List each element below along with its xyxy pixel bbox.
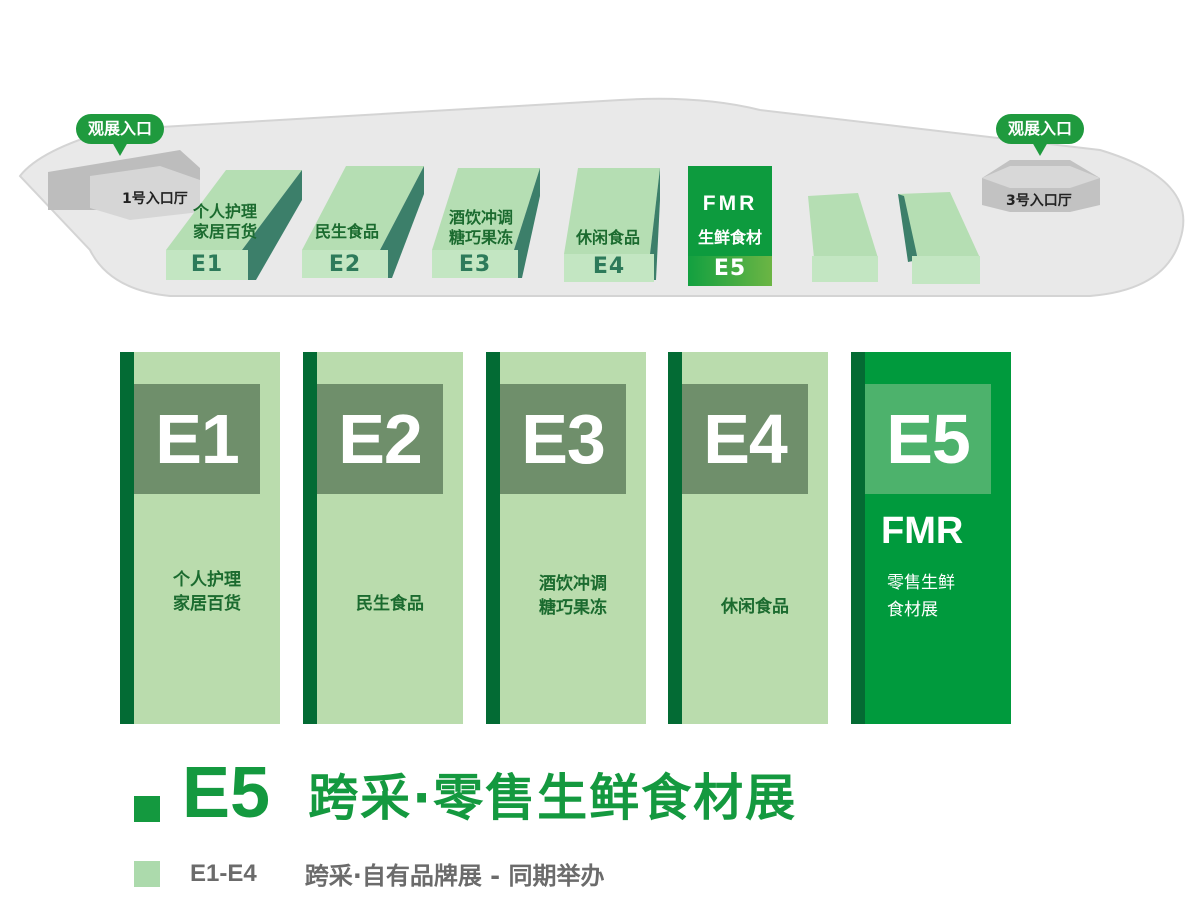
map-hall-e4-label: 休闲食品 <box>560 228 656 248</box>
legend-sub: E1-E4 跨采·自有品牌展 - 同期举办 <box>134 856 605 891</box>
hall-description: 休闲食品 <box>682 595 828 619</box>
card-accent-bar <box>851 352 865 724</box>
hall-code: E1 <box>155 400 240 478</box>
map-hall-e3-code: E3 <box>458 252 492 277</box>
hall-description: 零售生鲜 食材展 <box>887 570 955 624</box>
entrance-bubble-left: 观展入口 <box>76 114 165 156</box>
hall-card-e3: E3 酒饮冲调 糖巧果冻 <box>486 352 646 724</box>
map-hall-e3-line2: 糖巧果冻 <box>448 228 513 247</box>
map-hall-e4-code: E4 <box>592 254 626 279</box>
map-hall-e1-code: E1 <box>190 252 224 277</box>
hall-code-box: E2 <box>317 384 443 494</box>
floor-map-shape <box>18 97 1185 297</box>
hall-card-e4: E4 休闲食品 <box>668 352 828 724</box>
hall-card-e2: E2 民生食品 <box>303 352 463 724</box>
hall-code-box: E4 <box>682 384 808 494</box>
hall-desc-line1: 休闲食品 <box>721 597 789 617</box>
hall-desc-line2: 家居百货 <box>173 594 241 614</box>
map-hall-e2-code: E2 <box>328 252 362 277</box>
card-accent-bar <box>668 352 682 724</box>
legend-sub-text: 跨采·自有品牌展 - 同期举办 <box>304 862 605 890</box>
hall-card-e1: E1 个人护理 家居百货 <box>120 352 280 724</box>
hall-code-box: E3 <box>500 384 626 494</box>
hall-code: E2 <box>338 400 423 478</box>
hall-code: E5 <box>886 400 971 478</box>
hall-card-e5: E5 FMR 零售生鲜 食材展 <box>851 352 1011 724</box>
map-hall-e5-code: E5 <box>713 256 747 281</box>
map-hall-e4-line1: 休闲食品 <box>575 228 640 247</box>
entrance-bubble-right: 观展入口 <box>996 114 1085 156</box>
hall-description: 民生食品 <box>317 592 463 616</box>
legend-swatch-light <box>134 860 160 887</box>
hall-code: E3 <box>521 400 606 478</box>
legend-main-code: E5 <box>182 753 271 833</box>
legend-swatch-dark <box>134 796 160 822</box>
map-hall-e3-label: 酒饮冲调 糖巧果冻 <box>436 208 526 248</box>
legend-sub-code: E1-E4 <box>190 859 257 887</box>
legend-main: E5 跨采·零售生鲜食材展 <box>134 753 798 833</box>
hall-desc-line1: 酒饮冲调 <box>539 574 607 594</box>
map-hall-e5-brand: FMR <box>702 192 758 215</box>
card-accent-bar <box>486 352 500 724</box>
card-accent-bar <box>303 352 317 724</box>
hall-desc-line1: 零售生鲜 <box>887 573 955 593</box>
map-hall-e3-line1: 酒饮冲调 <box>448 208 513 227</box>
map-hall-e1-line2: 家居百货 <box>192 222 257 241</box>
hall-desc-line1: 个人护理 <box>173 570 241 590</box>
legend-main-text: 跨采·零售生鲜食材展 <box>308 769 798 827</box>
hall-description: 个人护理 家居百货 <box>134 568 280 616</box>
hall-code-box: E1 <box>134 384 260 494</box>
hall-desc-line2: 糖巧果冻 <box>539 598 607 618</box>
card-accent-bar <box>120 352 134 724</box>
hall-desc-line1: 民生食品 <box>356 594 424 614</box>
map-hall-e2-line1: 民生食品 <box>314 222 379 241</box>
hall-code-box: E5 <box>865 384 991 494</box>
hall-code: E4 <box>703 400 788 478</box>
map-hall-e1-line1: 个人护理 <box>192 202 257 221</box>
hall-desc-line2: 食材展 <box>887 600 938 620</box>
hall-description: 酒饮冲调 糖巧果冻 <box>500 572 646 620</box>
map-hall-e5-label: 生鲜食材 <box>697 228 762 247</box>
hall-brand: FMR <box>881 510 964 552</box>
lobby-3-label: 3号入口厅 <box>1006 193 1072 209</box>
map-hall-e1-label: 个人护理 家居百货 <box>180 202 270 242</box>
lobby-1-label: 1号入口厅 <box>122 191 188 207</box>
map-hall-e2-label: 民生食品 <box>302 222 392 242</box>
